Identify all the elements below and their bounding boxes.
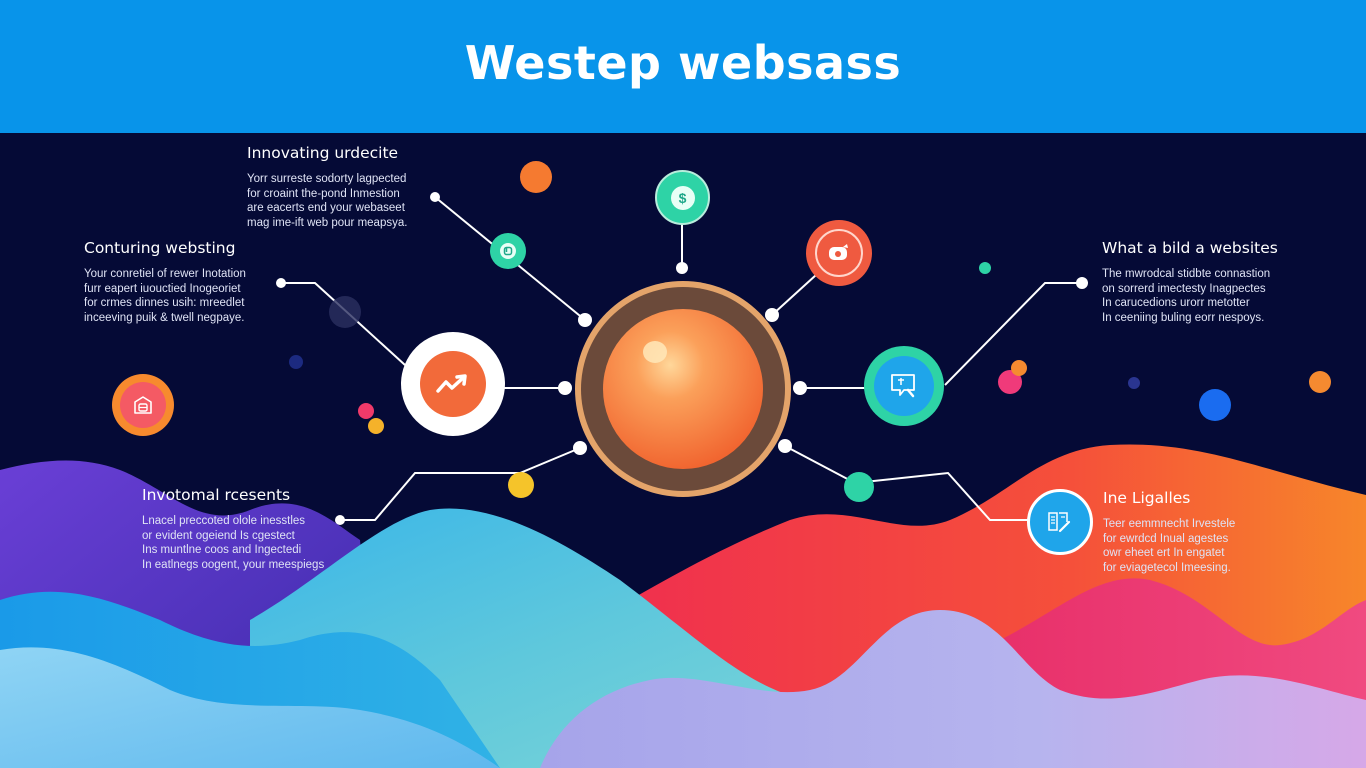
header-banner: Westep websass <box>0 0 1366 133</box>
trend-node[interactable] <box>401 332 505 436</box>
section-mid-left: Conturing websting Your conretiel of rew… <box>84 239 246 325</box>
section-title: Conturing websting <box>84 239 236 257</box>
section-title: Invotomal rcesents <box>142 486 291 504</box>
chat-node[interactable] <box>864 346 944 426</box>
section-title: Ine Ligalles <box>1103 489 1191 507</box>
section-body: Yorr surreste sodorty lagpected for croa… <box>247 173 408 229</box>
dollar-icon: $ <box>678 189 687 206</box>
background-waves <box>0 161 1366 768</box>
document-edit-icon <box>1048 512 1071 533</box>
section-bottom-right: Ine Ligalles Teer eemmnecht Irvestele fo… <box>1103 489 1235 575</box>
page-title: Westep websass <box>464 35 902 90</box>
section-body: Your conretiel of rewer Inotation furr e… <box>84 268 246 324</box>
infographic-stage: $ <box>0 133 1366 768</box>
section-body: Teer eemmnecht Irvestele for ewrdcd Inua… <box>1103 518 1236 574</box>
camera-icon <box>829 244 848 260</box>
briefcase-icon <box>134 396 152 414</box>
section-top-left: Innovating urdecite Yorr surreste sodort… <box>247 144 407 230</box>
chat-edit-icon <box>891 374 915 398</box>
section-mid-right: What a bild a websites The mwrodcal stid… <box>1102 239 1278 325</box>
section-title: What a bild a websites <box>1102 239 1278 257</box>
briefcase-node[interactable] <box>112 374 174 436</box>
section-body: Lnacel preccoted olole inesstles or evid… <box>142 515 325 571</box>
section-body: The mwrodcal stidbte connastion on sorre… <box>1102 268 1271 324</box>
document-node[interactable] <box>1027 489 1093 555</box>
small-teal-node[interactable] <box>490 233 526 269</box>
trending-up-icon <box>436 374 467 393</box>
dollar-node[interactable]: $ <box>655 170 710 225</box>
clock-icon <box>503 246 513 256</box>
camera-node[interactable] <box>806 220 872 286</box>
section-bottom-left: Invotomal rcesents Lnacel preccoted olol… <box>142 486 324 572</box>
section-title: Innovating urdecite <box>247 144 399 162</box>
